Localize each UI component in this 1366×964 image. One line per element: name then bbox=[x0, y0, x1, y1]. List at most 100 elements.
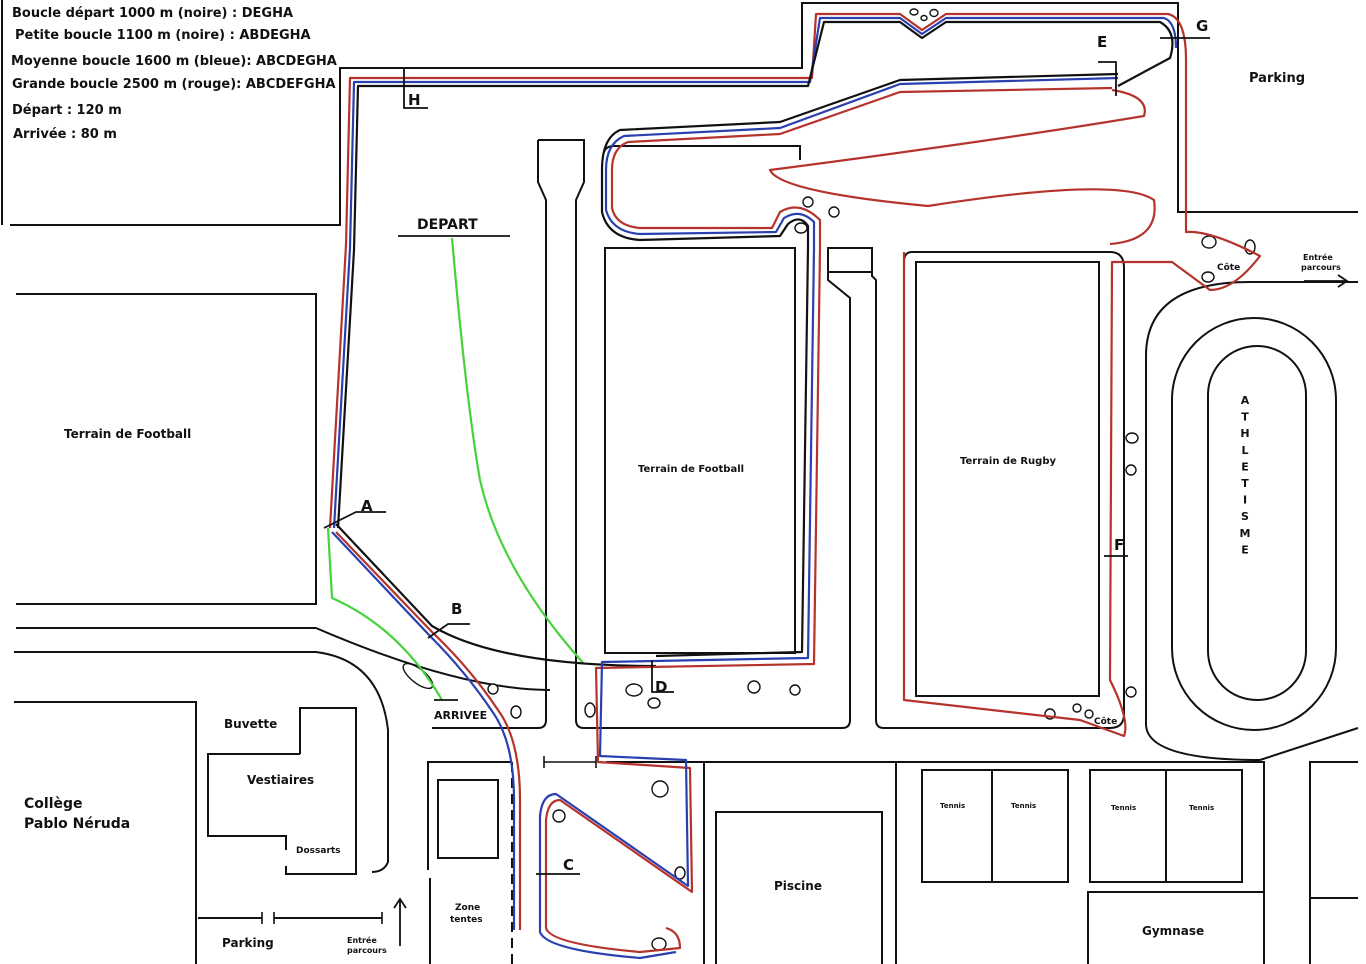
legend-line-moyenne-boucle: Moyenne boucle 1600 m (bleue): ABCDEGHA bbox=[11, 54, 337, 69]
rock bbox=[909, 8, 919, 16]
athletics-track-inner bbox=[1207, 345, 1307, 701]
arrivee-label: ARRIVEE bbox=[434, 709, 487, 722]
entree-parcours-right-label: Entrée bbox=[1303, 252, 1333, 262]
rock bbox=[651, 937, 667, 951]
rock bbox=[1125, 464, 1137, 476]
athletics-outer-boundary bbox=[1145, 281, 1358, 724]
vestiaires-label: Vestiaires bbox=[247, 773, 314, 787]
entree-parcours-right-label-2: parcours bbox=[1301, 263, 1341, 272]
legend-line-petite-boucle: Petite boucle 1100 m (noire) : ABDEGHA bbox=[15, 28, 311, 43]
road-curve bbox=[14, 651, 389, 873]
route-blue-inner bbox=[538, 76, 1119, 960]
rock bbox=[487, 683, 499, 695]
rugby-field bbox=[915, 261, 1100, 697]
parking-top-label: Parking bbox=[1249, 71, 1305, 86]
zone-tentes-outline bbox=[427, 761, 512, 870]
route-red-e-loop bbox=[768, 88, 1156, 246]
route-red-outer bbox=[328, 12, 1262, 738]
route-blue-bc bbox=[331, 531, 516, 930]
legend-line-boucle-depart: Boucle départ 1000 m (noire) : DEGHA bbox=[12, 6, 294, 21]
site-boundary bbox=[10, 2, 1358, 226]
rock bbox=[794, 222, 808, 234]
football-field-center bbox=[604, 247, 796, 654]
rock bbox=[929, 8, 939, 18]
zone-tentes-label: Zone bbox=[455, 903, 480, 913]
cote-top-label: Côte bbox=[1217, 262, 1240, 273]
football-field-center-label: Terrain de Football bbox=[638, 464, 744, 475]
tennis-area-outline bbox=[896, 761, 1265, 964]
dossards-label: Dossarts bbox=[296, 846, 341, 856]
rock bbox=[674, 866, 686, 880]
college-label-2: Pablo Néruda bbox=[24, 816, 130, 832]
legend-line-depart: Départ : 120 m bbox=[12, 103, 122, 118]
rock bbox=[920, 14, 928, 22]
point-c-label: C bbox=[563, 856, 574, 874]
point-a-label: A bbox=[361, 497, 373, 515]
entree-parcours-bottom-label-2: parcours bbox=[347, 946, 387, 955]
rock bbox=[789, 684, 801, 696]
obstacles bbox=[402, 8, 1256, 951]
tennis-label-2: Tennis bbox=[1011, 802, 1036, 810]
tennis-label-1: Tennis bbox=[940, 802, 965, 810]
tennis-label-3: Tennis bbox=[1111, 804, 1136, 812]
marker-h bbox=[403, 68, 428, 109]
zone-tentes-label-2: tentes bbox=[450, 915, 483, 925]
alley-outline-left bbox=[432, 140, 547, 729]
arrow-up-icon bbox=[393, 897, 407, 909]
rock bbox=[828, 206, 840, 218]
arrow-right-icon bbox=[1337, 274, 1349, 288]
point-e-label: E bbox=[1097, 33, 1107, 51]
point-d-label: D bbox=[655, 678, 667, 696]
athletics-track-outer bbox=[1171, 317, 1337, 731]
marker-d bbox=[651, 660, 674, 693]
point-h-label: H bbox=[408, 91, 421, 109]
rock bbox=[1125, 432, 1139, 444]
gymnase-label: Gymnase bbox=[1142, 924, 1204, 938]
road-curve-upper bbox=[315, 627, 551, 691]
waypoint-markers bbox=[323, 37, 1349, 946]
rock bbox=[584, 702, 596, 718]
route-blue-outer bbox=[332, 16, 1178, 529]
gymnase-outline bbox=[1087, 891, 1264, 964]
legend-line-grande-boucle: Grande boucle 2500 m (rouge): ABCDEFGHA bbox=[12, 77, 336, 92]
route-black-inner bbox=[600, 72, 1119, 658]
rock bbox=[552, 809, 566, 823]
right-building-outline bbox=[1309, 761, 1358, 964]
route-arrivee-green bbox=[326, 527, 443, 701]
point-g-label: G bbox=[1196, 17, 1208, 35]
entree-parcours-bottom-label: Entrée bbox=[347, 935, 377, 945]
route-red-inner bbox=[544, 86, 1113, 954]
point-b-label: B bbox=[451, 600, 462, 618]
college-label: Collège bbox=[24, 796, 83, 812]
rock bbox=[510, 705, 522, 719]
route-red-bc bbox=[335, 531, 522, 930]
rock bbox=[647, 697, 661, 709]
piscine-label: Piscine bbox=[774, 879, 822, 893]
cote-bottom-label: Côte bbox=[1094, 716, 1117, 727]
rock bbox=[625, 683, 643, 697]
rock bbox=[1084, 709, 1094, 719]
point-f-label: F bbox=[1114, 536, 1124, 554]
parking-bottom-label: Parking bbox=[222, 936, 274, 950]
college-outline bbox=[14, 701, 197, 964]
rock bbox=[1201, 235, 1217, 249]
map-labels: A B C D E F G H DEPART ARRIVEE Parking P… bbox=[24, 17, 1341, 955]
rock bbox=[1072, 703, 1082, 713]
buvette-outline bbox=[285, 707, 357, 875]
football-field-left-outline bbox=[16, 293, 317, 605]
route-depart-green bbox=[450, 237, 585, 665]
piscine-area-outline bbox=[704, 761, 897, 964]
marker-b bbox=[427, 623, 470, 639]
tent-block bbox=[437, 779, 499, 859]
buvette-label: Buvette bbox=[224, 717, 277, 731]
route-black-outer bbox=[336, 20, 1174, 529]
piscine-outline bbox=[715, 811, 883, 964]
depart-label: DEPART bbox=[417, 217, 478, 233]
tennis-label-4: Tennis bbox=[1189, 804, 1214, 812]
vestiaires-outline bbox=[207, 753, 300, 850]
alley-outline bbox=[538, 139, 1125, 729]
rock bbox=[747, 680, 761, 694]
